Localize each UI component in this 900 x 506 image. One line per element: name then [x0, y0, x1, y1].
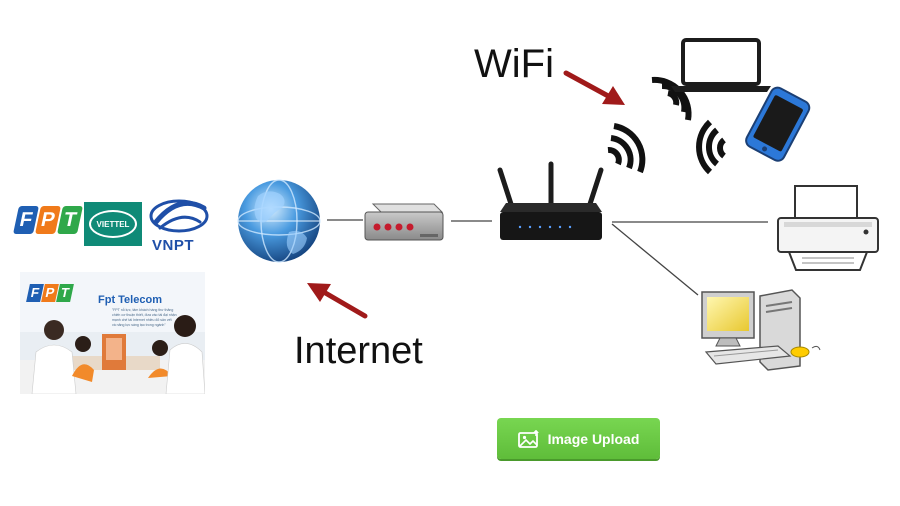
vnpt-logo-text: VNPT [152, 237, 195, 254]
tagline-line: và năng lực sáng tạo trong ngành" [112, 323, 166, 327]
wifi-signal-icon [651, 76, 692, 121]
vnpt-logo: VNPT [146, 198, 212, 254]
fpt-letter: F [17, 208, 35, 231]
vnpt-swirl-icon [149, 199, 209, 233]
printer-icon [777, 185, 879, 271]
viettel-logo: VIETTEL [84, 202, 142, 246]
fpt-letter: T [61, 208, 79, 231]
modem-icon [364, 203, 444, 241]
photo-tagline: "FPT nỗ lực, tâm khách hàng thư thăng ch… [112, 308, 177, 328]
wifi-signal-icon [607, 123, 646, 174]
wifi-signal-icon [696, 119, 727, 175]
viettel-logo-text: VIETTEL [96, 219, 130, 229]
fpt-logo-tile: T [57, 206, 83, 234]
fpt-logo: F P T [13, 206, 83, 240]
desktop-pc-icon [701, 289, 821, 371]
wifi-arrow [563, 70, 625, 105]
fpt-telecom-photo: F P T Fpt Telecom "FPT nỗ lực, tâm khách… [20, 272, 205, 394]
photo-scene [20, 315, 205, 394]
laptop-icon [671, 38, 771, 92]
image-icon [517, 429, 539, 448]
line-router-pc [611, 223, 699, 296]
viettel-logo-oval: VIETTEL [89, 210, 137, 238]
internet-arrow [307, 283, 368, 319]
router-icon [497, 161, 604, 240]
tagline-line: "FPT nỗ lực, tâm khách hàng thư thăng [112, 308, 174, 312]
photo-brand: Fpt Telecom [98, 294, 162, 306]
wifi-label: WiFi [474, 42, 554, 86]
tagline-line: mạnh chế tài Internet nhiều đỏ sân vết [112, 318, 172, 322]
image-upload-label: Image Upload [547, 430, 640, 447]
connection-lines [327, 219, 768, 296]
image-upload-button[interactable]: Image Upload [497, 418, 660, 459]
phone-icon [745, 86, 811, 162]
internet-label: Internet [294, 330, 423, 372]
fpt-letter: P [39, 208, 58, 231]
tagline-line: chiến cơ thuận thiết, đưa vào tài đại nh… [112, 313, 177, 317]
globe-icon [237, 179, 321, 263]
